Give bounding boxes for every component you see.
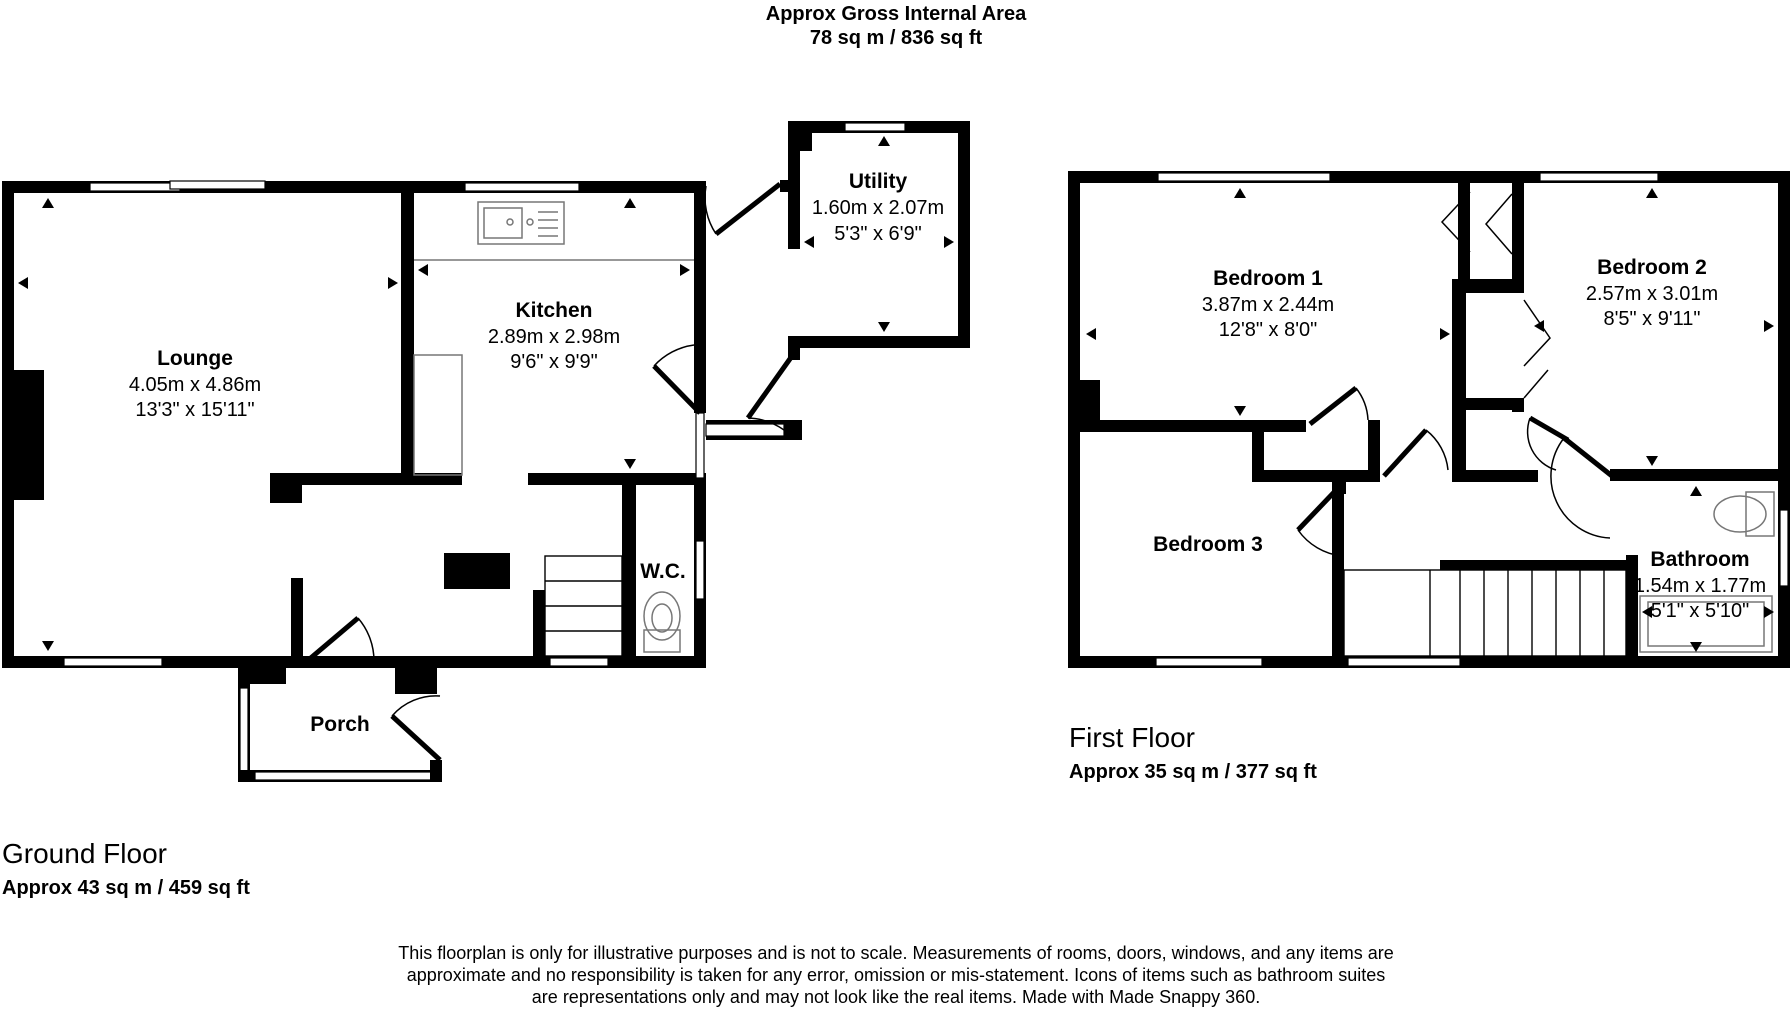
kitchen-fixtures <box>413 201 694 476</box>
bedroom1-metric: 3.87m x 2.44m <box>1202 294 1334 316</box>
ground-floor-caption: Ground Floor Approx 43 sq m / 459 sq ft <box>2 838 250 900</box>
bathroom-fixtures <box>1639 491 1775 653</box>
disclaimer: This floorplan is only for illustrative … <box>0 942 1792 1008</box>
room-label-bedroom3: Bedroom 3 <box>1153 533 1263 556</box>
gross-area-header: Approx Gross Internal Area 78 sq m / 836… <box>0 2 1792 50</box>
disclaimer-line-2: approximate and no responsibility is tak… <box>406 965 1386 985</box>
ground-floor-windows <box>63 180 705 667</box>
room-label-lounge: Lounge 4.05m x 4.86m 13'3" x 15'11" <box>129 347 261 421</box>
bedroom1-imperial: 12'8" x 8'0" <box>1219 319 1318 341</box>
room-label-utility: Utility 1.60m x 2.07m 5'3" x 6'9" <box>812 170 944 245</box>
utility-imperial: 5'3" x 6'9" <box>834 223 921 245</box>
ground-floor-walls <box>2 181 706 668</box>
bathroom-name: Bathroom <box>1650 548 1749 571</box>
kitchen-metric: 2.89m x 2.98m <box>488 326 620 348</box>
room-label-bathroom: Bathroom 1.54m x 1.77m 5'1" x 5'10" <box>1634 548 1766 622</box>
room-label-bedroom2: Bedroom 2 2.57m x 3.01m 8'5" x 9'11" <box>1586 256 1718 330</box>
gross-area-value: 78 sq m / 836 sq ft <box>809 27 983 49</box>
first-floor-caption: First Floor Approx 35 sq m / 377 sq ft <box>1069 722 1317 784</box>
ground-floor-dimension-arrows <box>18 136 954 651</box>
bathroom-metric: 1.54m x 1.77m <box>1634 575 1766 597</box>
first-floor-area: Approx 35 sq m / 377 sq ft <box>1069 761 1317 783</box>
lounge-name: Lounge <box>157 347 233 370</box>
ground-floor-stairs <box>544 555 623 657</box>
gross-area-label: Approx Gross Internal Area <box>765 3 1027 25</box>
room-label-wc: W.C. <box>640 560 686 583</box>
lounge-metric: 4.05m x 4.86m <box>129 374 261 396</box>
bathroom-imperial: 5'1" x 5'10" <box>1651 600 1750 622</box>
first-floor-stairs <box>1343 569 1627 657</box>
kitchen-imperial: 9'6" x 9'9" <box>510 351 597 373</box>
first-floor-dimension-arrows <box>1086 188 1774 652</box>
utility-name: Utility <box>849 170 908 193</box>
kitchen-name: Kitchen <box>515 299 592 322</box>
wc-toilet-icon <box>643 591 681 653</box>
lounge-imperial: 13'3" x 15'11" <box>135 399 254 421</box>
ground-floor-doors <box>304 182 795 762</box>
bedroom2-name: Bedroom 2 <box>1597 256 1707 279</box>
bedroom2-metric: 2.57m x 3.01m <box>1586 283 1718 305</box>
utility-metric: 1.60m x 2.07m <box>812 197 944 219</box>
first-floor-doors <box>1296 191 1614 557</box>
room-label-porch: Porch <box>310 713 370 736</box>
disclaimer-line-1: This floorplan is only for illustrative … <box>398 943 1394 963</box>
ground-floor-area: Approx 43 sq m / 459 sq ft <box>2 877 250 899</box>
bedroom3-name: Bedroom 3 <box>1153 533 1263 556</box>
room-label-kitchen: Kitchen 2.89m x 2.98m 9'6" x 9'9" <box>488 299 620 373</box>
room-label-bedroom1: Bedroom 1 3.87m x 2.44m 12'8" x 8'0" <box>1202 267 1334 341</box>
utility-room-walls <box>705 121 970 440</box>
bedroom1-name: Bedroom 1 <box>1213 267 1323 290</box>
first-floor-plan <box>1068 171 1790 668</box>
wc-name: W.C. <box>640 560 686 583</box>
disclaimer-line-3: are representations only and may not loo… <box>531 987 1261 1007</box>
first-floor-title: First Floor <box>1069 722 1195 753</box>
porch-walls <box>238 668 442 782</box>
porch-name: Porch <box>310 713 370 736</box>
bedroom2-imperial: 8'5" x 9'11" <box>1603 308 1700 330</box>
first-floor-windows <box>1155 172 1789 667</box>
ground-floor-title: Ground Floor <box>2 838 167 869</box>
ground-floor-plan <box>2 121 970 782</box>
